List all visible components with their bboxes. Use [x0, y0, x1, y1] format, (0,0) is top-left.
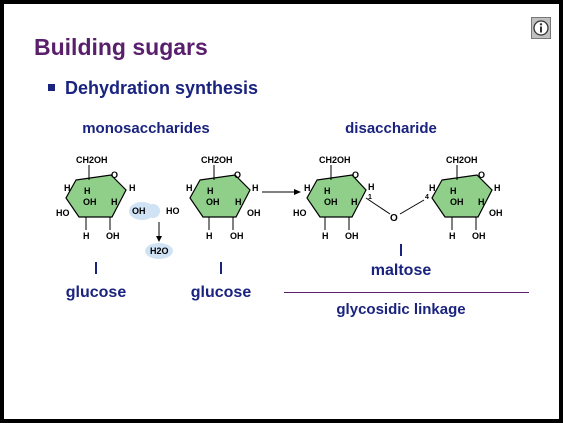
- glucose-1-pointer: [95, 262, 97, 274]
- label-maltose: maltose: [370, 262, 432, 279]
- h-label: H: [207, 186, 214, 196]
- oh-label: OH: [489, 208, 503, 218]
- ch2oh-label: CH2OH: [446, 155, 478, 165]
- bridge-oxygen: O: [390, 213, 398, 224]
- ring-oxygen: O: [352, 170, 359, 180]
- label-glucose-2: glucose: [190, 284, 252, 301]
- glucose-molecule-1: CH2OH O H H H HO OH H OH H OH: [56, 155, 155, 241]
- ch2oh-label: CH2OH: [76, 155, 108, 165]
- oh-label: OH: [472, 231, 486, 241]
- h-label: H: [64, 183, 71, 193]
- oh-label: OH: [230, 231, 244, 241]
- label-glucose-1: glucose: [65, 284, 127, 301]
- bullet-text: Dehydration synthesis: [65, 78, 259, 98]
- label-disaccharide: disaccharide: [345, 120, 437, 137]
- h-label: H: [186, 183, 193, 193]
- oh-label: OH: [132, 206, 146, 216]
- ch2oh-label: CH2OH: [319, 155, 351, 165]
- linkage-divider: [284, 292, 529, 293]
- carbon-number: 4: [425, 194, 429, 201]
- glucose-ring-1: [65, 174, 127, 218]
- water-label: H2O: [150, 246, 169, 256]
- h-label: H: [351, 197, 358, 207]
- maltose-ring-b: CH2OH O 4 H H OH H H OH H OH: [425, 155, 503, 241]
- oh-label: OH: [83, 197, 97, 207]
- h-label: H: [83, 231, 90, 241]
- reaction-arrow-icon: [294, 189, 301, 195]
- ho-label: HO: [56, 208, 70, 218]
- h-label: H: [111, 197, 118, 207]
- ch2oh-label: CH2OH: [201, 155, 233, 165]
- h-label: H: [252, 183, 259, 193]
- water-bubble-h: [146, 204, 160, 218]
- info-button[interactable]: [531, 17, 551, 39]
- down-arrow-icon: [156, 236, 162, 242]
- slide: Building sugars Dehydration synthesis mo…: [4, 4, 559, 419]
- h-label: H: [478, 197, 485, 207]
- h-label: H: [494, 183, 501, 193]
- reaction-diagram: CH2OH O H H H HO OH H OH H OH H2O CH2OH: [56, 155, 503, 259]
- h-label: H: [450, 186, 457, 196]
- maltose-pointer: [400, 244, 402, 256]
- h-label: H: [322, 231, 329, 241]
- glucose-ring-2: [189, 174, 251, 218]
- ring-oxygen: O: [478, 170, 485, 180]
- oh-label: OH: [324, 197, 338, 207]
- h-label: H: [324, 186, 331, 196]
- info-icon: [533, 20, 549, 36]
- glucose-2-pointer: [220, 262, 222, 274]
- h-label: H: [368, 182, 375, 192]
- oh-label: OH: [106, 231, 120, 241]
- slide-title: Building sugars: [34, 34, 208, 60]
- h-label: H: [449, 231, 456, 241]
- glucose-molecule-2: CH2OH O HO H H H OH H OH H OH: [166, 155, 261, 241]
- label-glycosidic-linkage: glycosidic linkage: [336, 301, 466, 318]
- h-label: H: [84, 186, 91, 196]
- ho-label: HO: [166, 206, 180, 216]
- oh-label: OH: [206, 197, 220, 207]
- h-label: H: [129, 183, 136, 193]
- oh-label: OH: [450, 197, 464, 207]
- water-bubble: [145, 243, 173, 259]
- bullet-item: Dehydration synthesis: [48, 78, 258, 99]
- maltose-ring-a: CH2OH O H H H HO OH H 1 H OH: [293, 155, 375, 241]
- ho-label: HO: [293, 208, 307, 218]
- bullet-square-icon: [48, 84, 55, 91]
- h-label: H: [206, 231, 213, 241]
- oh-label: OH: [247, 208, 261, 218]
- ring-oxygen: O: [234, 170, 241, 180]
- ring-oxygen: O: [111, 170, 118, 180]
- h-label: H: [429, 183, 436, 193]
- h-label: H: [235, 197, 242, 207]
- oh-label: OH: [345, 231, 359, 241]
- h-label: H: [304, 183, 311, 193]
- label-monosaccharides: monosaccharides: [82, 120, 210, 137]
- carbon-number: 1: [368, 194, 372, 201]
